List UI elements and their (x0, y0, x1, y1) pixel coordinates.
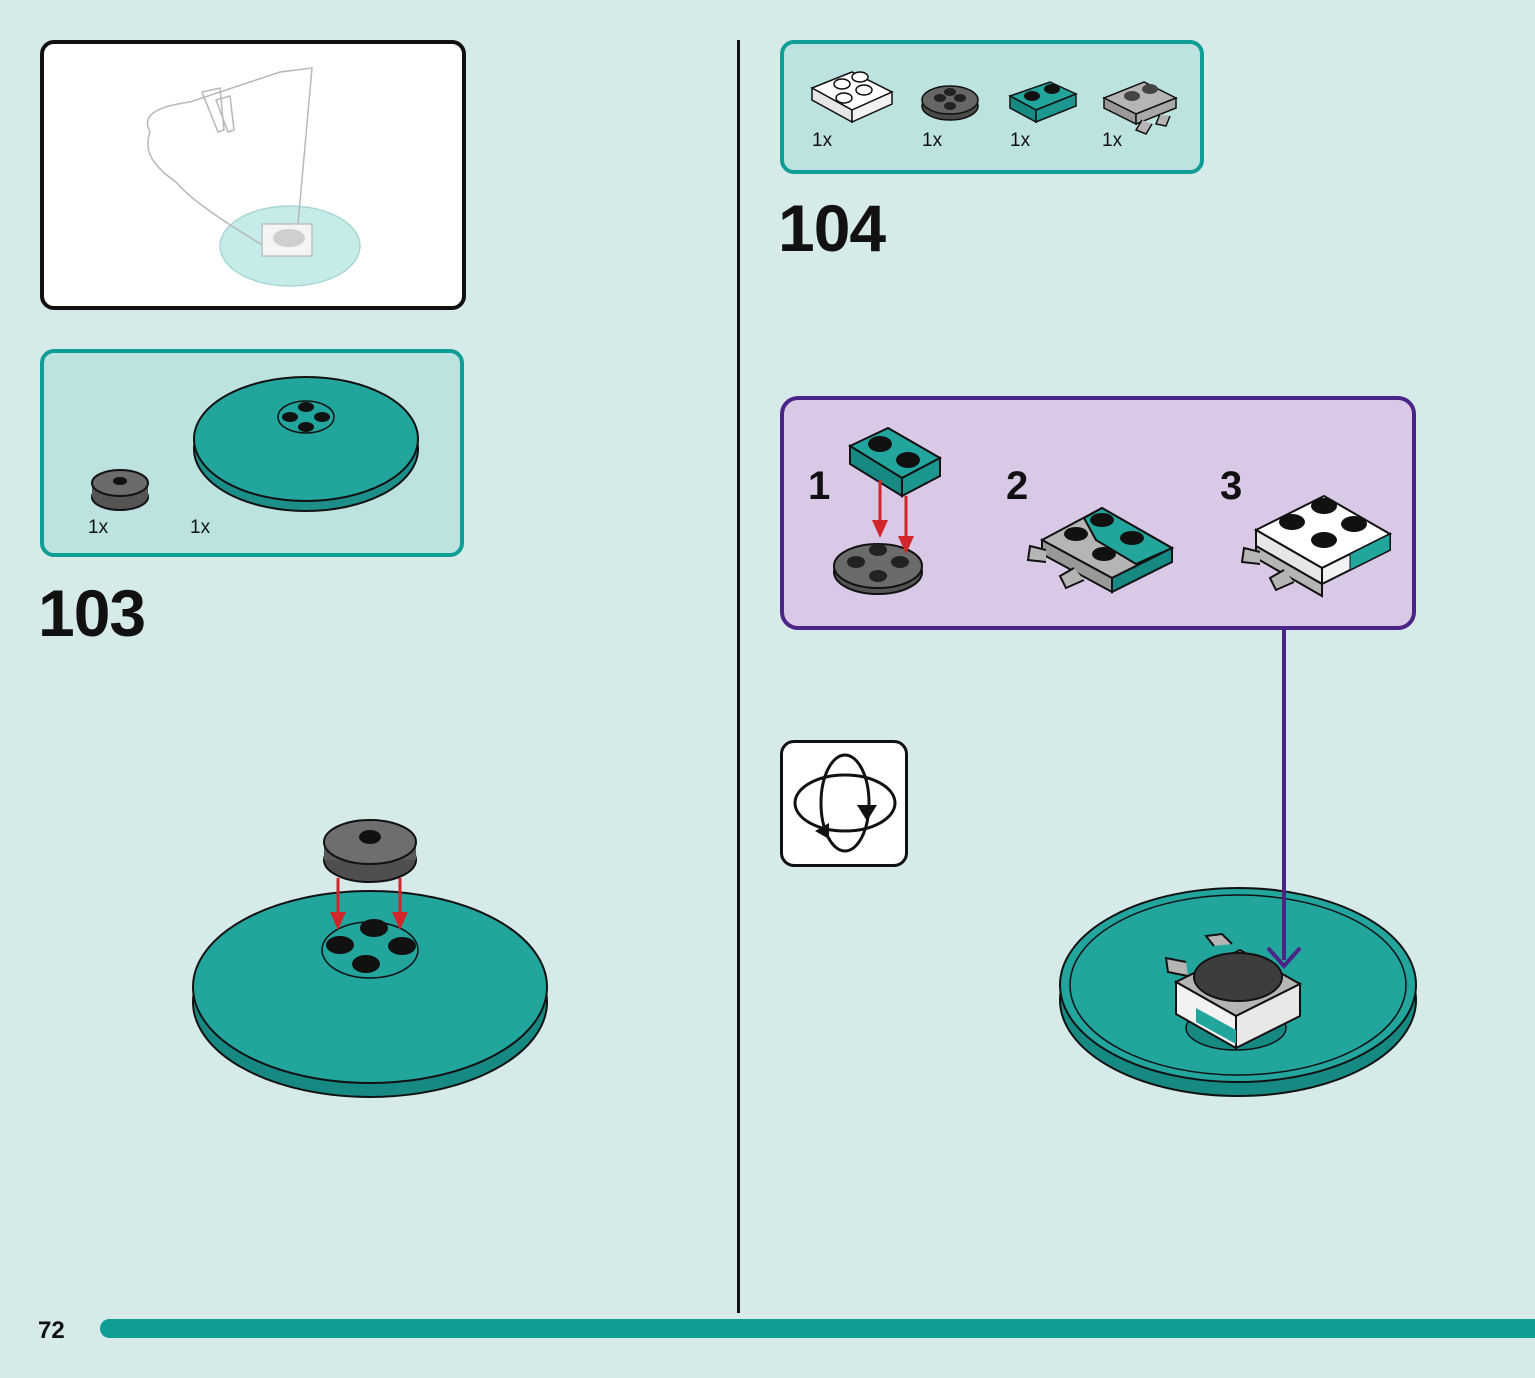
step-number-104: 104 (778, 191, 886, 265)
sub-step-number: 2 (1006, 464, 1029, 508)
teal-round-plate-large-icon (193, 376, 419, 512)
dark-gray-round-tile-2x2-icon (91, 469, 149, 511)
teal-plate-1x2-icon (1008, 81, 1078, 124)
part-qty: 1x (1010, 130, 1031, 151)
part-qty: 1x (922, 130, 943, 151)
part-qty: 1x (812, 130, 833, 151)
dark-gray-round-plate-2x2-icon (921, 85, 979, 121)
step-number-103: 103 (38, 576, 146, 650)
sub-assembly-illustrations (833, 426, 1393, 598)
part-qty: 1x (190, 517, 211, 538)
step-103-illustration (192, 819, 548, 1098)
sub-assembly-panel: 1 2 3 (780, 396, 1416, 630)
part-qty: 1x (1102, 130, 1123, 151)
rotate-model-indicator (780, 740, 908, 867)
white-plate-2x2-icon (810, 71, 894, 124)
column-divider (737, 40, 740, 1313)
part-qty: 1x (88, 517, 109, 538)
page-number: 72 (38, 1317, 65, 1344)
model-preview-panel (40, 40, 466, 310)
model-preview-icon (146, 67, 361, 287)
sub-step-number: 3 (1220, 464, 1243, 508)
parts-list-103: 1x 1x (40, 349, 464, 557)
sub-step-number: 1 (808, 464, 831, 508)
gray-plate-with-clips-icon (1102, 81, 1178, 135)
parts-list-104: 1x 1x 1x 1x (780, 40, 1204, 174)
rotate-model-icon (793, 753, 897, 853)
page-progress-bar (100, 1319, 1535, 1338)
